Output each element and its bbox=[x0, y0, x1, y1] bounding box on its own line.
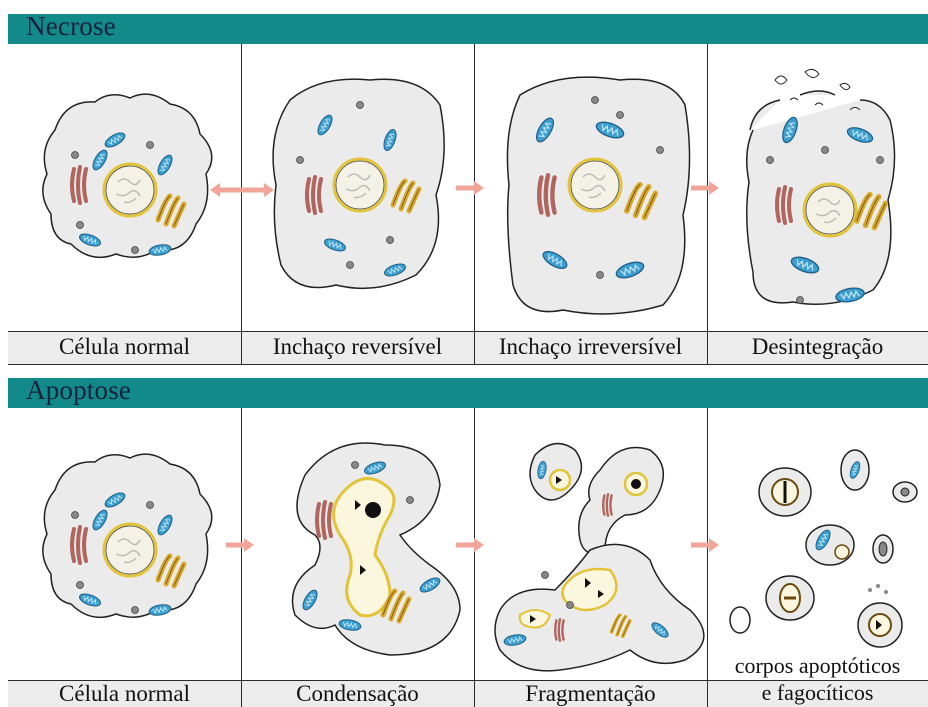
necrosis-swollen-cell bbox=[273, 79, 444, 288]
apoptotic-bodies bbox=[730, 450, 917, 647]
arrow-right-apoptosis-1 bbox=[226, 538, 254, 552]
arrow-right-apoptosis-3 bbox=[691, 538, 719, 552]
arrow-bidirectional bbox=[210, 183, 274, 197]
necrosis-disintegrating-cell bbox=[747, 69, 895, 304]
necrosis-irreversible-cell bbox=[507, 77, 689, 314]
arrow-right-necrosis-1 bbox=[456, 181, 484, 195]
apoptosis-fragmenting-cell bbox=[495, 444, 704, 671]
arrow-right-necrosis-2 bbox=[691, 181, 719, 195]
necrosis-normal-cell bbox=[43, 94, 212, 257]
arrow-right-apoptosis-2 bbox=[456, 538, 484, 552]
apoptosis-condensing-cell bbox=[293, 443, 461, 655]
apoptosis-normal-cell bbox=[43, 454, 212, 617]
